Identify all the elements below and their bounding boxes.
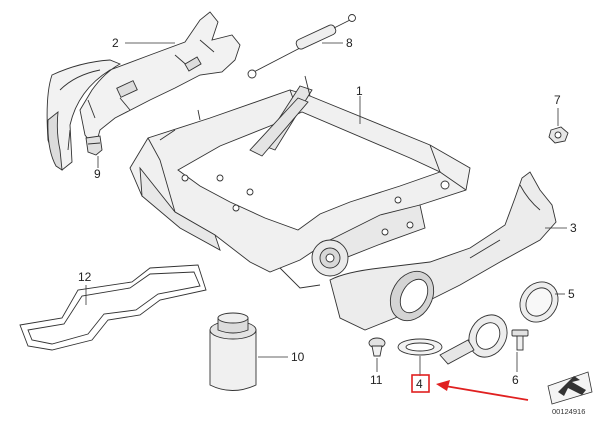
side-trim-right-part [329, 171, 557, 331]
plug-part [368, 337, 386, 357]
screw-part [511, 329, 529, 351]
nut-part [548, 126, 569, 144]
clip-part [85, 135, 103, 156]
wire-spring-mat-part [19, 264, 207, 351]
part-number-11: 11 [370, 373, 383, 387]
side-panel-left-part [46, 11, 241, 171]
part-number-3: 3 [570, 221, 577, 235]
cover-cap-part [519, 281, 559, 323]
part-number-1: 1 [356, 84, 363, 98]
part-number-8: 8 [346, 36, 353, 50]
seat-frame-part [129, 75, 471, 289]
catalog-number: 00124916 [552, 407, 585, 416]
seal-ring-part [397, 314, 508, 365]
gas-spring-part [247, 14, 356, 79]
part-number-2: 2 [112, 36, 119, 50]
container-part [209, 312, 257, 391]
part-number-6: 6 [512, 373, 519, 387]
part-number-10: 10 [291, 350, 305, 364]
part-number-4: 4 [416, 377, 423, 391]
catalog-symbol [547, 371, 593, 405]
leader-lines [85, 42, 567, 376]
highlight-arrow [436, 380, 529, 401]
highlight-box [411, 374, 430, 393]
part-number-9: 9 [94, 167, 101, 181]
part-number-12: 12 [78, 270, 92, 284]
part-number-7: 7 [554, 93, 561, 107]
part-number-5: 5 [568, 287, 575, 301]
